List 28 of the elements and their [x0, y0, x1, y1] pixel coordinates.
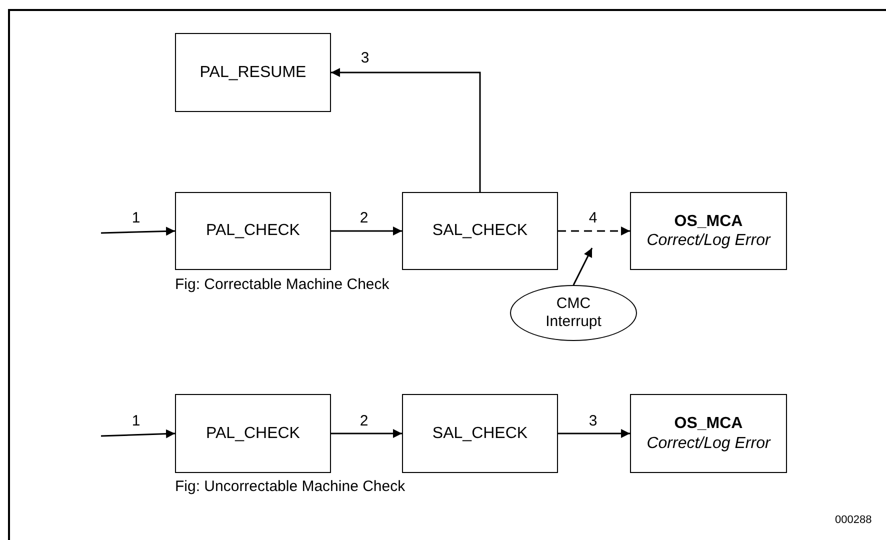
- process-box: [175, 192, 331, 270]
- box-label: PAL_CHECK: [206, 424, 300, 444]
- box-label: Correct/Log Error: [646, 231, 770, 250]
- process-box: [402, 192, 558, 270]
- arrow: [100, 429, 176, 438]
- arrow: [558, 429, 630, 438]
- process-box: [630, 192, 787, 270]
- box-label: PAL_RESUME: [200, 62, 306, 82]
- box-label: CMC Interrupt: [544, 295, 602, 331]
- box-label: OS_MCA: [674, 212, 743, 231]
- figure-number: 000288: [835, 514, 872, 526]
- figure-caption: Fig: Uncorrectable Machine Check: [175, 478, 406, 495]
- figure-caption: Fig: Correctable Machine Check: [175, 276, 390, 293]
- arrow: [331, 429, 402, 438]
- box-label: Correct/Log Error: [646, 434, 770, 453]
- arrow: [100, 226, 176, 236]
- process-box: [402, 394, 558, 473]
- arrow: [331, 68, 481, 192]
- box-label: OS_MCA: [674, 414, 743, 434]
- dashed-arrow: [558, 226, 630, 236]
- process-box: [175, 33, 331, 112]
- arrow: [572, 248, 593, 286]
- process-box: [175, 394, 331, 473]
- process-box: [630, 394, 787, 473]
- box-label: PAL_CHECK: [206, 221, 300, 241]
- arrow: [331, 226, 402, 236]
- box-label: SAL_CHECK: [432, 221, 528, 241]
- box-label: SAL_CHECK: [432, 424, 528, 444]
